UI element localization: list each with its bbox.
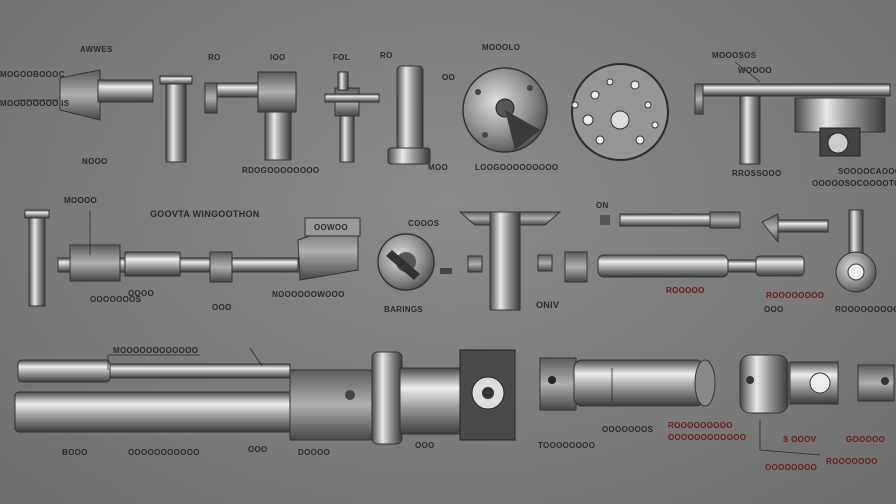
label: OOO	[212, 303, 232, 312]
label: OOO	[415, 441, 435, 450]
spindle-assembly-part	[57, 217, 361, 283]
label: OOO	[248, 445, 268, 454]
label: BARINGS	[384, 305, 423, 314]
label: MOODOOOOO IS	[0, 99, 70, 108]
post-part	[24, 209, 50, 307]
label: MOOOLO	[482, 43, 520, 52]
label: AWWES	[80, 45, 113, 54]
label: ROOOOO	[666, 286, 705, 295]
label: OOOOOOOS	[602, 425, 654, 434]
label: RO	[380, 51, 393, 60]
coupling-part	[739, 354, 895, 414]
bracket-part	[204, 71, 297, 161]
rail-clamp-part	[694, 83, 891, 165]
chuck-part	[539, 357, 716, 411]
label: OOOOOOOO	[765, 463, 817, 472]
leader-lines	[18, 61, 821, 456]
label: MOGOOBOOOC	[0, 70, 65, 79]
label: ONIV	[536, 300, 559, 310]
bolt-part	[600, 211, 741, 229]
label: OOOOOOOOOOO	[128, 448, 200, 457]
cylinder-part	[387, 65, 431, 165]
label: COOOS	[408, 219, 440, 228]
label: OO	[442, 73, 455, 82]
t-pin-part	[159, 75, 193, 163]
cam-disc-part	[462, 67, 548, 153]
label: OOOOOSOCOOOOTO	[812, 179, 896, 188]
fitting-part	[324, 71, 380, 163]
label: NOOOOOOWOOO	[272, 290, 345, 299]
label: MOOOOOOOOOOOO	[113, 346, 198, 355]
label: S OOOV	[783, 435, 817, 444]
tapered-cutter-part	[59, 69, 154, 121]
label: MOO	[428, 163, 448, 172]
label: RDOGOOOOOOOO	[242, 166, 319, 175]
label: OOOO	[128, 289, 154, 298]
bearing-part	[377, 233, 483, 291]
label: ROOOOOOOOO	[835, 305, 896, 314]
label: TOOOOOOOO	[538, 441, 595, 450]
label: OOOOOOOOOOOO	[668, 433, 746, 442]
label: MOOOO	[64, 196, 97, 205]
label: IOO	[270, 53, 286, 62]
label: WOOOO	[738, 66, 772, 75]
label: FOL	[333, 53, 350, 62]
label: DOOOO	[298, 448, 330, 457]
long-shaft-part	[14, 359, 296, 433]
label: OOWOO	[314, 223, 348, 232]
label: NOOO	[82, 157, 108, 166]
label: ROOOOOOOO	[766, 291, 824, 300]
label: GOOVTA WINGOOTHON	[150, 209, 260, 219]
label: BOOO	[62, 448, 88, 457]
label: GOOOOO	[846, 435, 885, 444]
label: ROOOOOOOOO	[668, 421, 733, 430]
label: MOOOSOS	[712, 51, 757, 60]
shaft-part	[537, 251, 805, 283]
label: SOOOOCAOOO	[838, 167, 896, 176]
label: RROSSOOO	[732, 169, 782, 178]
housing-part	[289, 349, 516, 445]
label: LOOGOOOOOOOOO	[475, 163, 558, 172]
label: OOOOOOOS	[90, 295, 142, 304]
small-pin-part	[761, 213, 829, 244]
label: RO	[208, 53, 221, 62]
t-block-part	[458, 211, 562, 311]
label: ON	[596, 201, 609, 210]
perforated-disc-part	[571, 63, 669, 161]
label: OOO	[764, 305, 784, 314]
label: ROOOOOOO	[826, 457, 878, 466]
ball-joint-part	[835, 209, 877, 293]
